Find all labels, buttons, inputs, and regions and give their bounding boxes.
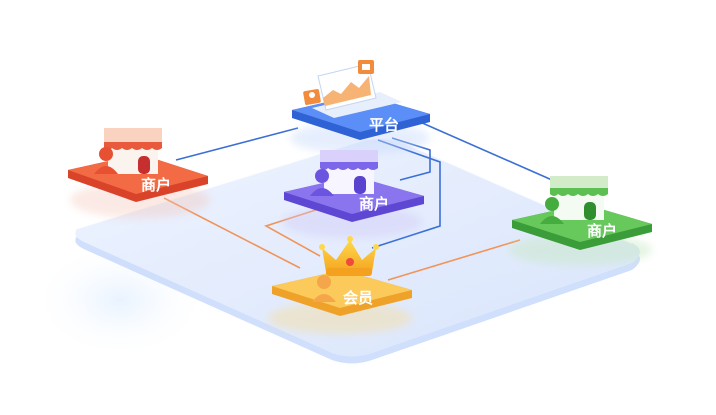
edge-platform-to-merchant-right [419,121,553,181]
node-merchant-center: 商户 [282,150,424,238]
storefront-icon [310,150,378,196]
storefront-icon [540,176,608,224]
edge-platform-to-merchant-left [175,127,299,161]
node-label-platform: 平台 [369,116,399,134]
storefront-icon [94,128,162,174]
node-member: 会员 [268,236,412,334]
crown-icon [312,236,379,302]
node-platform: 平台 [290,60,430,154]
node-label-merchant-left: 商户 [141,176,171,194]
node-merchant-right: 商户 [508,176,652,266]
node-label-merchant-center: 商户 [359,195,389,213]
laptop-chart-icon [303,60,402,118]
node-label-member: 会员 [343,289,373,307]
node-merchant-left: 商户 [68,128,210,218]
node-label-merchant-right: 商户 [587,222,617,240]
edge-platform-to-member [371,139,441,249]
edge-member-to-merchant-right [387,239,521,281]
